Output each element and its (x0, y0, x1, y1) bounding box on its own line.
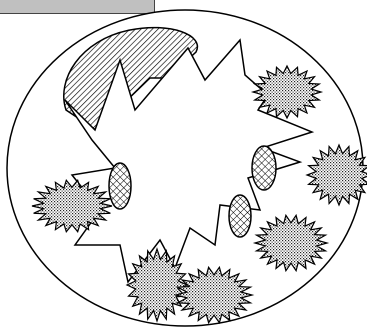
crosshatch-oval-icon (252, 146, 276, 190)
crosshatch-oval-icon (229, 195, 251, 237)
crosshatch-oval-icon (109, 163, 131, 209)
